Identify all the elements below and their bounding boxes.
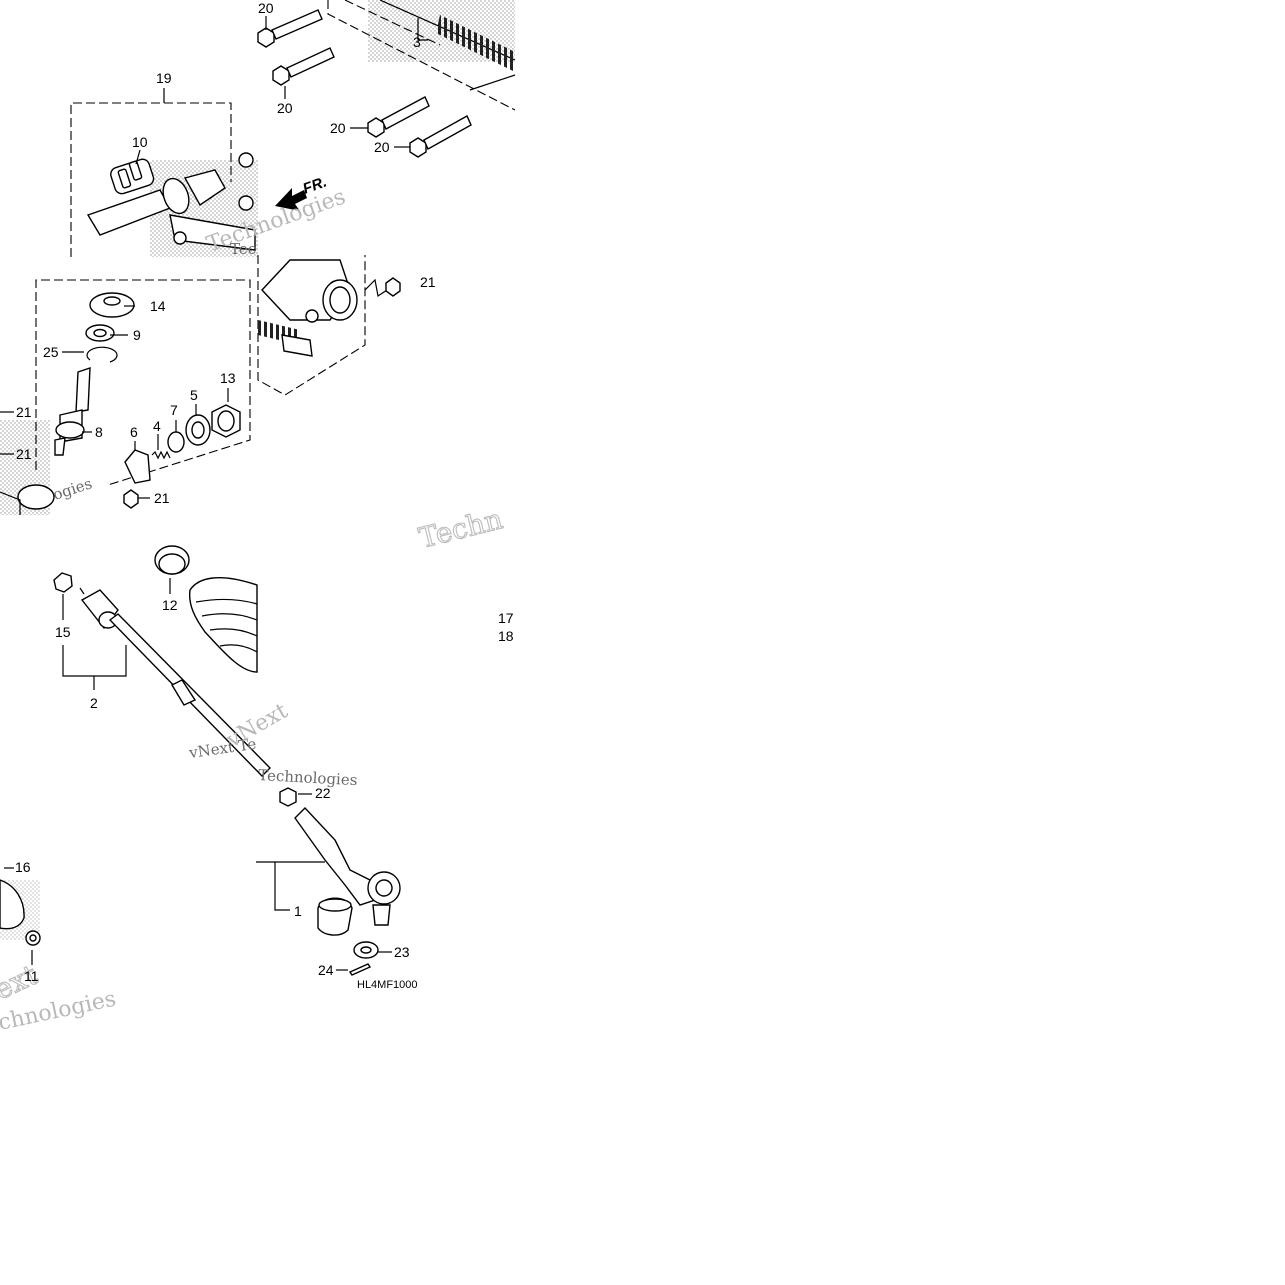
callout-22: 22 — [315, 785, 331, 801]
callout-23: 23 — [394, 944, 410, 960]
locknut-13 — [211, 404, 241, 438]
tie-rod-end — [256, 806, 401, 926]
callout-6: 6 — [130, 424, 138, 440]
nut-15 — [53, 572, 73, 620]
gearbox-housing — [257, 255, 401, 396]
callout-12: 12 — [162, 597, 178, 613]
diagram-code: HL4MF1000 — [357, 979, 418, 991]
seal-14 — [89, 292, 135, 318]
callout-5: 5 — [190, 387, 198, 403]
callout-15: 15 — [55, 624, 71, 640]
callout-3: 3 — [413, 34, 421, 50]
bushing-10 — [110, 149, 155, 195]
callout-21c: 21 — [16, 446, 32, 462]
callout-7: 7 — [170, 402, 178, 418]
callout-8: 8 — [95, 424, 103, 440]
screw-5 — [185, 414, 211, 446]
nut-22 — [279, 787, 312, 807]
cotter-pin-24 — [336, 963, 372, 976]
callout-20a: 20 — [258, 0, 274, 16]
callout-13: 13 — [220, 370, 236, 386]
watermark-technologies-a: Technologies — [258, 766, 358, 789]
watermark-tec: Tec — [230, 240, 256, 258]
callouts: 20 20 20 20 3 19 10 21 14 9 25 13 5 7 21… — [15, 0, 514, 991]
callout-21a: 21 — [420, 274, 436, 290]
washer-23 — [353, 941, 392, 959]
bolt-20b — [272, 47, 335, 86]
bolt-group-20 — [257, 9, 472, 158]
callout-9: 9 — [133, 327, 141, 343]
group-19 — [70, 88, 256, 257]
callout-1: 1 — [294, 903, 302, 919]
callout-20b: 20 — [277, 100, 293, 116]
tie-rod-area — [0, 545, 401, 976]
callout-21b: 21 — [16, 404, 32, 420]
pinion-shaft-8 — [54, 367, 91, 456]
callout-2: 2 — [90, 695, 98, 711]
watermark-techn: Techn — [416, 502, 506, 555]
bolt-20c — [367, 96, 430, 138]
clamp-11 — [25, 930, 41, 965]
guide-6 — [124, 449, 151, 484]
callout-11: 11 — [24, 968, 39, 984]
callout-20c: 20 — [330, 120, 346, 136]
housing-left-fragment — [0, 484, 55, 515]
inner-tie-rod-2 — [62, 587, 271, 777]
boot-17-18 — [188, 577, 258, 673]
valve-housing — [86, 152, 256, 251]
callout-21d: 21 — [154, 490, 170, 506]
callout-20d: 20 — [374, 139, 390, 155]
callout-24: 24 — [318, 962, 334, 978]
snap-ring-25 — [86, 346, 118, 363]
callout-19: 19 — [156, 70, 172, 86]
shading — [0, 0, 515, 940]
callout-25: 25 — [43, 344, 59, 360]
spring-4 — [151, 450, 171, 460]
watermark-vnext: vNext — [222, 698, 293, 753]
callout-14: 14 — [150, 298, 166, 314]
bolt-20d — [409, 115, 472, 158]
callout-18: 18 — [498, 628, 514, 644]
pinion-group — [0, 279, 251, 509]
callout-10: 10 — [132, 134, 148, 150]
clamp-12 — [154, 545, 190, 594]
boot-16 — [0, 867, 25, 930]
dust-cover-1 — [317, 897, 353, 936]
callout-4: 4 — [153, 418, 161, 434]
washer-9 — [85, 324, 115, 342]
watermark-ogies: ogies — [51, 474, 95, 503]
oring-7 — [167, 431, 185, 453]
callout-17: 17 — [498, 610, 514, 626]
rack-assembly — [327, 0, 516, 111]
callout-16: 16 — [15, 859, 31, 875]
